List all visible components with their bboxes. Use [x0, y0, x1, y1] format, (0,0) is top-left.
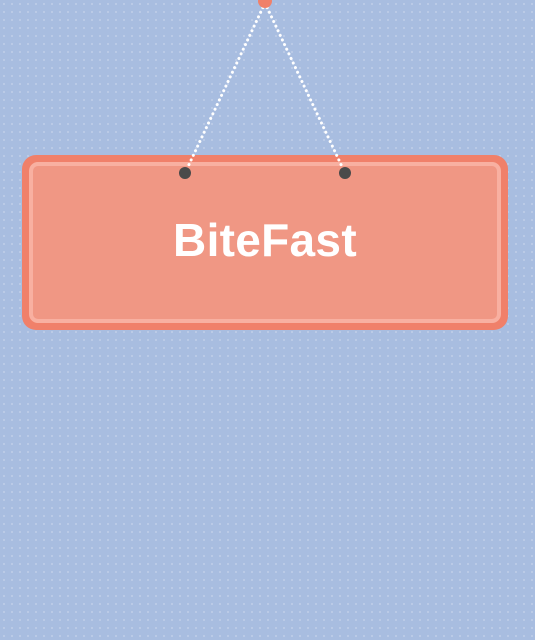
- nail-icon: [258, 0, 272, 8]
- hanging-sign: BiteFast: [22, 155, 508, 330]
- left-string: [183, 1, 267, 175]
- sign-title: BiteFast: [173, 214, 357, 266]
- right-string: [263, 1, 347, 175]
- right-hook-icon: [339, 167, 351, 179]
- sign-inner-frame: [29, 162, 501, 323]
- left-hook-icon: [179, 167, 191, 179]
